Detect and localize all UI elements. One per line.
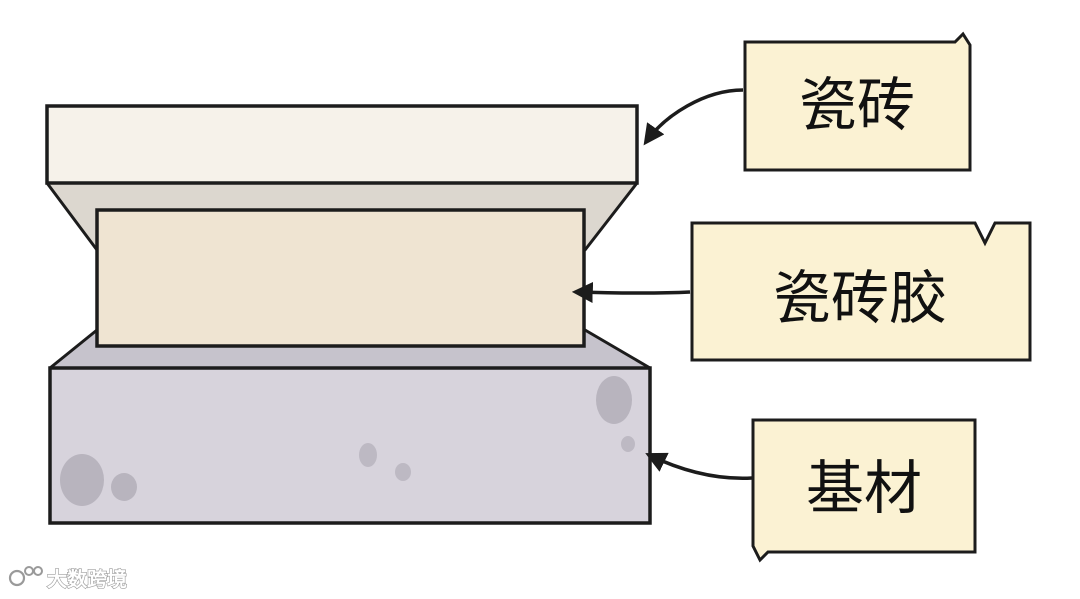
watermark: 大数跨境	[8, 566, 128, 592]
watermark-logo-icon	[8, 569, 26, 587]
tile-label-box: 瓷砖	[743, 31, 972, 172]
substrate-front	[48, 366, 652, 525]
substrate-arrow	[645, 452, 753, 481]
substrate-spot	[395, 463, 411, 481]
substrate-label-box: 基材	[751, 418, 977, 563]
adhesive-arrow	[571, 281, 691, 303]
substrate-spot	[111, 473, 137, 501]
adhesive-label: 瓷砖胶	[773, 264, 947, 332]
substrate-label: 基材	[806, 454, 922, 522]
substrate-spot	[60, 454, 104, 506]
tile-top-face	[45, 104, 639, 185]
substrate-block	[48, 328, 652, 525]
tile-label: 瓷砖	[799, 71, 915, 139]
watermark-text: 大数跨境	[47, 567, 127, 591]
tile-arrow	[643, 88, 744, 146]
substrate-spot	[596, 376, 632, 424]
adhesive-label-box: 瓷砖胶	[690, 221, 1032, 362]
substrate-spot	[359, 443, 377, 467]
adhesive-layer	[95, 208, 586, 348]
watermark-logo-icon	[33, 566, 43, 576]
watermark-logo-icon	[24, 566, 34, 576]
substrate-spot	[621, 436, 635, 452]
